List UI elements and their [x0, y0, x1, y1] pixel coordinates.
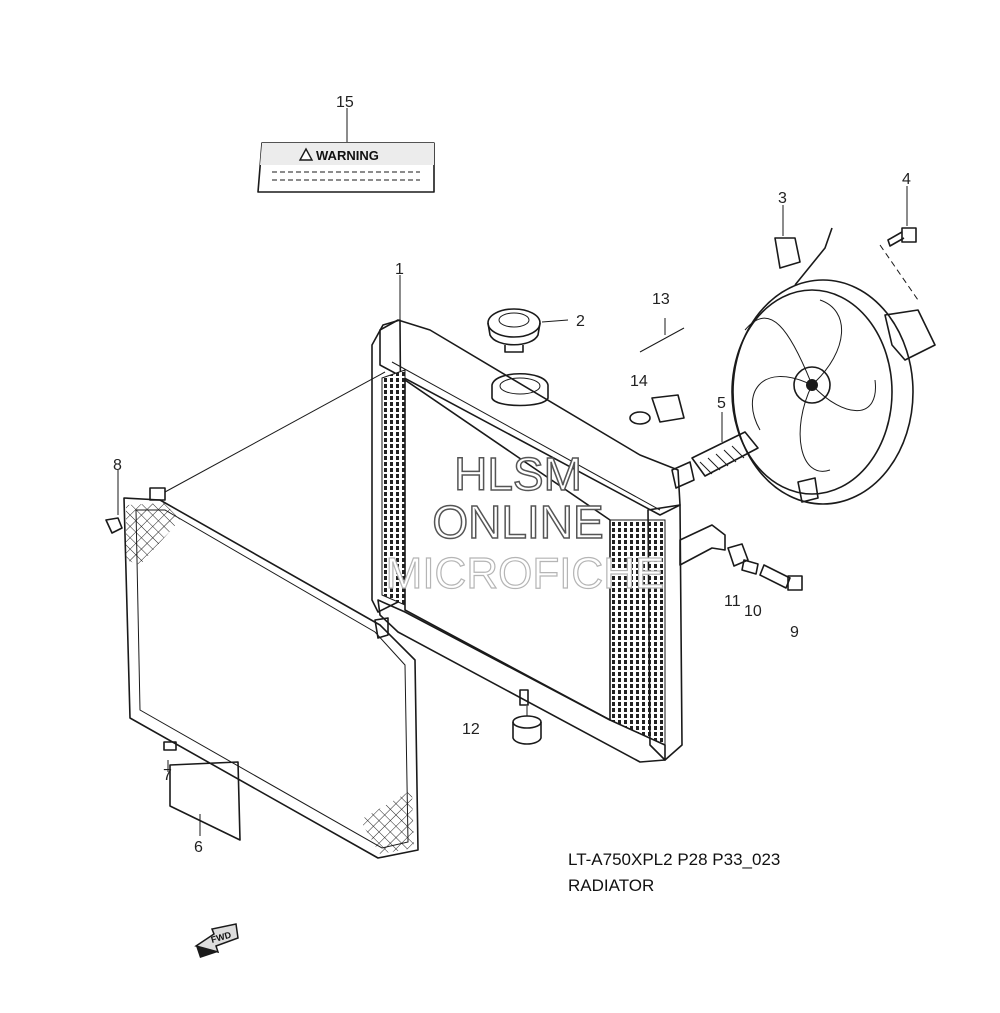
radiator-screen — [123, 487, 419, 859]
callout-10: 10 — [744, 603, 762, 620]
radiator-assembly — [371, 319, 726, 763]
warning-triangle-icon — [298, 147, 314, 161]
callout-3: 3 — [778, 190, 787, 207]
collar — [741, 559, 759, 575]
warning-label-text: WARNING — [316, 148, 379, 163]
callout-7: 7 — [163, 767, 172, 784]
callout-14: 14 — [630, 373, 648, 390]
callout-11: 11 — [724, 593, 741, 610]
fan-bolt — [887, 227, 917, 247]
radiator-cap — [487, 308, 541, 353]
diagram-title: RADIATOR — [568, 876, 654, 895]
leader-lines — [117, 108, 919, 836]
watermark-line2: ONLINE — [432, 496, 603, 548]
callout-13: 13 — [652, 291, 670, 308]
diagram-code: LT-A750XPL2 P28 P33_023 — [568, 850, 780, 869]
callout-8: 8 — [113, 457, 122, 474]
watermark: HLSM ONLINE MICROFICHE — [385, 447, 665, 598]
callout-4: 4 — [902, 171, 911, 188]
screen-label-sticker — [163, 741, 241, 841]
callout-9: 9 — [790, 624, 799, 641]
watermark-line1: HLSM — [454, 448, 582, 500]
callout-1: 1 — [395, 261, 404, 278]
warning-label: WARNING — [257, 142, 435, 193]
callout-2: 2 — [576, 313, 585, 330]
thermo-switch — [629, 394, 685, 425]
cushion-grommet — [727, 543, 749, 567]
callout-15: 15 — [336, 94, 354, 111]
callout-12: 12 — [462, 721, 480, 738]
forward-arrow-icon: FWD — [194, 923, 239, 958]
watermark-line3: MICROFICHE — [386, 549, 665, 598]
callout-6: 6 — [194, 839, 203, 856]
screen-clip — [105, 517, 123, 534]
radiator-hose — [691, 431, 759, 477]
mounting-bolt — [759, 564, 803, 591]
lower-cushion — [512, 715, 542, 745]
cooling-fan-assembly — [731, 227, 936, 505]
callout-5: 5 — [717, 395, 726, 412]
